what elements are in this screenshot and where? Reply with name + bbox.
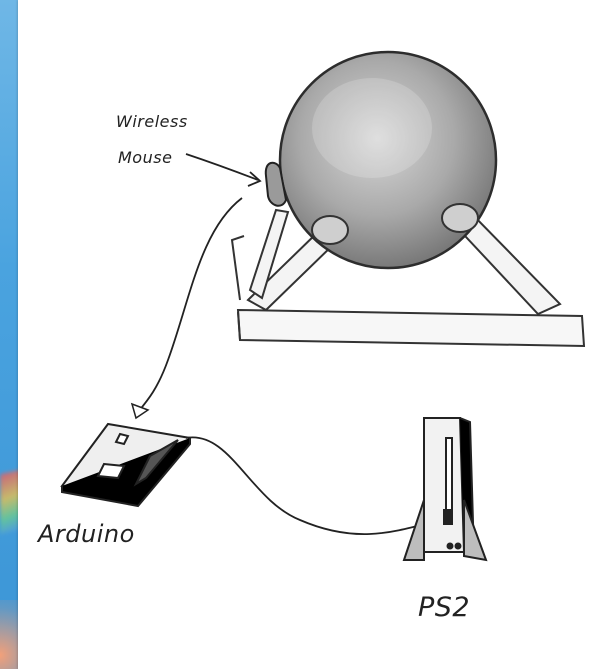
ps2-label: PS2 (418, 592, 470, 623)
arduino-board (62, 424, 190, 506)
arduino-ps2-cable (186, 437, 440, 534)
wireless-label: Wireless (116, 112, 188, 131)
wireless-link-line (138, 198, 242, 412)
mouse-label: Mouse (118, 148, 172, 167)
label-arrow (186, 154, 260, 186)
arduino-label: Arduino (38, 520, 135, 548)
ps2-console (404, 418, 486, 560)
